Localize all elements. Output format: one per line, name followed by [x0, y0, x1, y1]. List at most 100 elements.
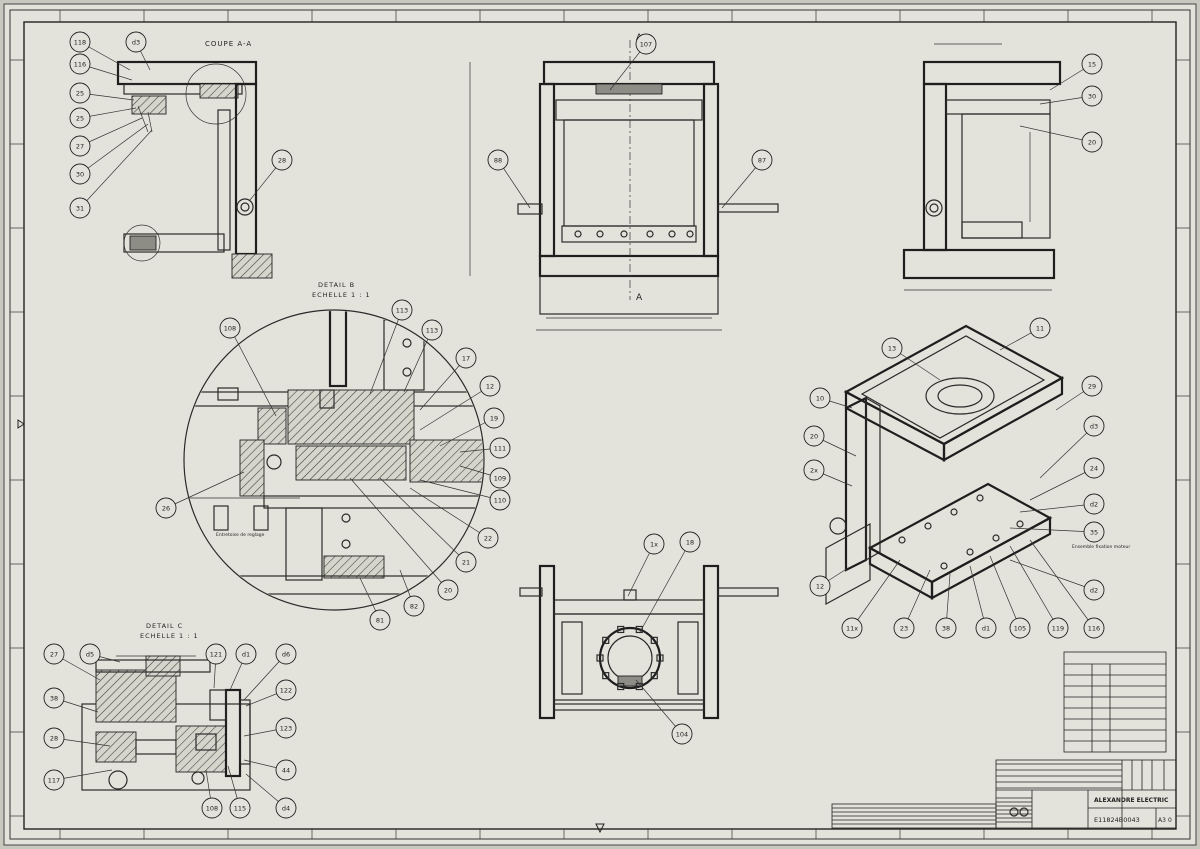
side-view [902, 43, 1062, 291]
balloon-tl-right-label: 28 [278, 157, 286, 165]
balloon-detc-1-label: d5 [86, 651, 94, 659]
balloon-detc-4-label: d6 [282, 651, 290, 659]
balloon-iso-bottom-6 [1083, 617, 1105, 639]
balloon-iso-bottom-3 [975, 617, 997, 639]
balloon-tl-1-label: 116 [74, 61, 86, 69]
balloon-detb-left-label: 108 [224, 325, 236, 333]
balloon-detb-right-4 [489, 467, 511, 489]
balloon-side-2-label: 20 [1088, 139, 1096, 147]
title-block: ALEXANDRE ELECTRIC E11824B0043 A3 0 [831, 759, 1177, 829]
balloon-detc-11 [201, 797, 223, 819]
balloon-detc-7-label: 28 [50, 735, 58, 743]
balloon-detc-8 [275, 717, 297, 739]
balloon-detc-3 [235, 643, 257, 665]
balloon-side-1-label: 30 [1088, 93, 1096, 101]
detail-c-title: DETAIL C [146, 622, 183, 630]
balloon-detb-bottom-4-label: 81 [376, 617, 384, 625]
balloon-detc-0-label: 27 [50, 651, 58, 659]
balloon-tl-top-label: d3 [132, 39, 140, 47]
balloon-detb-left [219, 317, 241, 339]
balloon-tl-1 [69, 53, 91, 75]
balloon-iso-top-1-label: 13 [888, 345, 896, 353]
balloon-detc-9-label: 117 [48, 777, 60, 785]
balloon-iso-left-2-label: 12 [816, 583, 824, 591]
balloon-iso-bottom-0-label: 11x [846, 625, 858, 633]
detail-c-view: DETAIL C ECHELLE 1 : 1 [81, 622, 251, 791]
balloon-detb-bottom-1-label: 21 [462, 559, 470, 567]
balloon-tl-0-label: 118 [74, 39, 86, 47]
balloon-detb-top-1-label: 113 [426, 327, 438, 335]
balloon-iso-top-2-label: 10 [816, 395, 824, 403]
balloon-tl-2-label: 25 [76, 90, 84, 98]
section-view-top-left: COUPE A-A [116, 40, 273, 279]
balloon-detc-5 [43, 687, 65, 709]
balloon-side-0-label: 15 [1088, 61, 1096, 69]
balloon-detb-top-0-label: 113 [396, 307, 408, 315]
balloon-detb-top-0 [391, 299, 413, 321]
balloon-detb-right-3-label: 111 [494, 445, 506, 453]
balloon-detc-7 [43, 727, 65, 749]
balloon-detb-bottom-3 [403, 595, 425, 617]
balloon-detc-11-label: 108 [206, 805, 218, 813]
balloon-detc-13 [275, 797, 297, 819]
balloon-iso-left-0-label: 20 [810, 433, 818, 441]
balloon-front-left-label: 88 [494, 157, 502, 165]
balloon-tl-6-label: 31 [76, 205, 84, 213]
balloon-bv-top-1-label: 18 [686, 539, 694, 547]
center-mark-left [17, 419, 25, 429]
balloon-iso-top-1 [881, 337, 903, 359]
balloon-iso-bottom-1-label: 23 [900, 625, 908, 633]
balloon-tl-top [125, 31, 147, 53]
parts-table [1063, 651, 1167, 753]
balloon-iso-bottom-3-label: d1 [982, 625, 990, 633]
balloon-bv-bottom-label: 104 [676, 731, 688, 739]
detail-b-note: Entretoise de reglage [216, 532, 265, 538]
balloon-detc-13-label: d4 [282, 805, 290, 813]
balloon-tl-3 [69, 107, 91, 129]
balloon-detb-bottom-0-label: 22 [484, 535, 492, 543]
balloon-detc-9 [43, 769, 65, 791]
balloon-bv-bottom [671, 723, 693, 745]
balloon-detc-6 [275, 679, 297, 701]
company-name: ALEXANDRE ELECTRIC [1094, 797, 1169, 804]
balloon-iso-left-2 [809, 575, 831, 597]
balloon-detb-right-0 [455, 347, 477, 369]
balloon-detb-side-label: 26 [162, 505, 170, 513]
detail-b-title: DETAIL B [318, 281, 355, 289]
balloon-iso-bottom-0 [841, 617, 863, 639]
balloon-detb-bottom-3-label: 82 [410, 603, 418, 611]
balloon-iso-right-1 [1083, 457, 1105, 479]
balloon-detc-12-label: 115 [234, 805, 246, 813]
balloon-detb-side [155, 497, 177, 519]
balloon-detc-5-label: 38 [50, 695, 58, 703]
iso-note: Ensemble fixation moteur [1072, 544, 1130, 550]
balloon-iso-right-3 [1083, 521, 1105, 543]
balloon-detc-1 [79, 643, 101, 665]
balloon-detc-3-label: d1 [242, 651, 250, 659]
balloon-detb-right-1 [479, 375, 501, 397]
balloon-front-right-label: 87 [758, 157, 766, 165]
detail-b-scale: ECHELLE 1 : 1 [312, 291, 371, 299]
balloon-iso-bottom-4 [1009, 617, 1031, 639]
balloon-tl-5-label: 30 [76, 171, 84, 179]
drawing-number: E11824B0043 [1094, 816, 1140, 824]
balloon-iso-left-1-label: 2x [810, 467, 818, 475]
balloon-detc-6-label: 122 [280, 687, 292, 695]
balloon-detb-top-1 [421, 319, 443, 341]
balloon-iso-bottom-1 [893, 617, 915, 639]
balloon-front-left [487, 149, 509, 171]
balloon-side-2 [1081, 131, 1103, 153]
balloon-iso-bottom-4-label: 105 [1014, 625, 1026, 633]
balloon-tl-4-label: 27 [76, 143, 84, 151]
balloon-iso-bottom-6-label: 116 [1088, 625, 1100, 633]
balloon-side-0 [1081, 53, 1103, 75]
balloon-tl-5 [69, 163, 91, 185]
balloon-detb-right-0-label: 17 [462, 355, 470, 363]
balloon-front-top [635, 33, 657, 55]
balloon-tl-0 [69, 31, 91, 53]
balloon-iso-right-3-label: 35 [1090, 529, 1098, 537]
balloon-iso-top-2 [809, 387, 831, 409]
balloon-iso-right-4 [1083, 579, 1105, 601]
